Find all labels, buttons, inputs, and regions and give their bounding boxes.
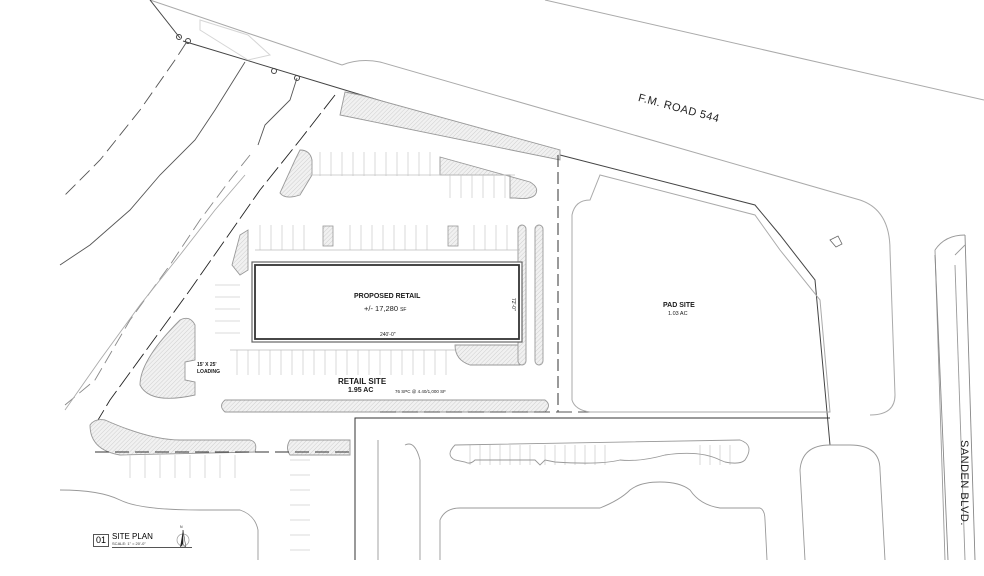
retail-site-parking: 76 SPC @ 4.40/1,000 SF: [395, 389, 446, 394]
fm-road-544: [149, 0, 984, 416]
ada-stalls: [322, 225, 459, 247]
proposed-retail-building: [251, 261, 523, 343]
title-block: 01 SITE PLAN SCALE: 1" = 20'-0": [93, 532, 193, 548]
landscape-islands: [89, 91, 561, 456]
loading-dim: 15' X 25': [197, 362, 217, 368]
building-area-value: +/- 17,280: [364, 304, 398, 313]
sanden-blvd-label: SANDEN BLVD.: [958, 440, 970, 526]
plan-title-group: SITE PLAN SCALE: 1" = 20'-0": [112, 532, 193, 548]
building-area: +/- 17,280 SF: [364, 304, 406, 313]
plan-number: 01: [93, 534, 110, 547]
sanden-blvd: [934, 234, 976, 561]
small-structure: [829, 235, 843, 248]
building-name: PROPOSED RETAIL: [354, 293, 421, 300]
building-depth-dim: 72'-0": [510, 298, 516, 311]
property-line-north: [149, 0, 831, 446]
north-arrow-icon: [176, 529, 190, 549]
loading-label: LOADING: [197, 369, 221, 375]
plan-title: SITE PLAN: [112, 532, 153, 541]
building-area-unit: SF: [400, 307, 407, 313]
building-width-dim: 240'-0": [380, 332, 396, 338]
retail-site-name: RETAIL SITE: [338, 377, 387, 386]
ghost-outline: [199, 19, 272, 61]
parking-stalls: [129, 152, 731, 551]
west-drive-lines: [59, 42, 336, 426]
south-curbs: [59, 234, 966, 561]
pad-site-name: PAD SITE: [663, 302, 695, 309]
pad-site-outline: [571, 174, 831, 413]
pad-site-acres: 1.03 AC: [668, 311, 688, 317]
plan-scale: SCALE: 1" = 20'-0": [112, 541, 146, 546]
retail-site-acres: 1.95 AC: [348, 387, 374, 394]
north-label: N: [180, 525, 183, 529]
